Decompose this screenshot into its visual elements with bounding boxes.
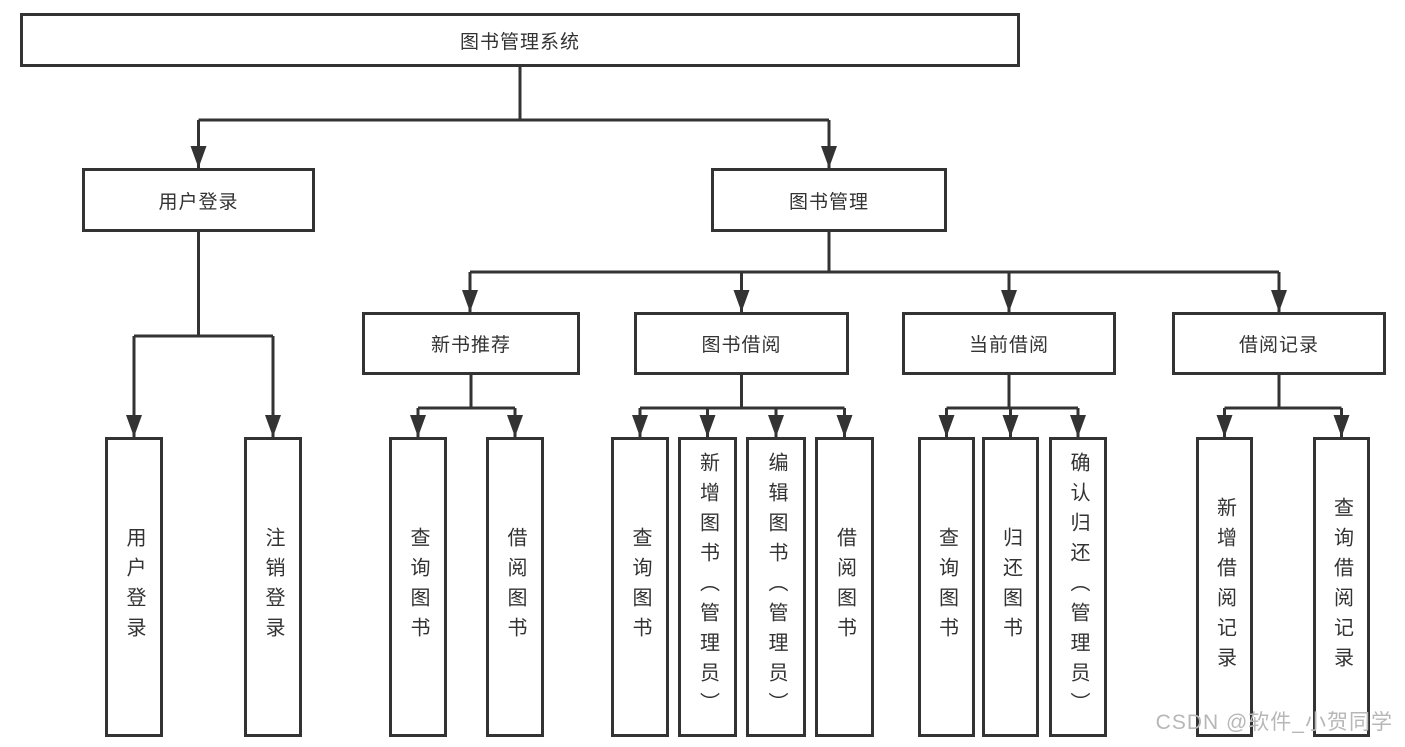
arrowhead bbox=[1216, 415, 1233, 437]
watermark: CSDN @软件_小贺同学 bbox=[1155, 711, 1393, 734]
arrowhead bbox=[1070, 415, 1086, 437]
arrowhead bbox=[836, 415, 853, 437]
node-library-system: 图书管理系统 bbox=[20, 13, 1020, 67]
arrowhead bbox=[507, 415, 523, 437]
leaf-records-add-record: 新增借阅记录 bbox=[1196, 437, 1253, 737]
leaf-records-query-record: 查询借阅记录 bbox=[1313, 437, 1370, 737]
arrowhead bbox=[265, 415, 281, 437]
leaf-borrow-borrow-books: 借阅图书 bbox=[815, 437, 874, 737]
leaf-recommend-borrow-books: 借阅图书 bbox=[486, 437, 544, 737]
leaf-borrow-query-books: 查询图书 bbox=[611, 437, 669, 737]
leaf-current-return-books: 归还图书 bbox=[982, 437, 1039, 737]
arrowhead bbox=[410, 415, 426, 437]
leaf-current-confirm-return-admin: 确认归还（管理员） bbox=[1049, 437, 1107, 737]
leaf-borrow-edit-books-admin: 编辑图书（管理员） bbox=[746, 437, 806, 737]
node-current-borrow: 当前借阅 bbox=[902, 312, 1116, 375]
arrowhead bbox=[1002, 415, 1019, 437]
leaf-logout: 注销登录 bbox=[244, 437, 302, 737]
arrowhead bbox=[190, 146, 207, 168]
arrowhead bbox=[938, 415, 955, 437]
arrowhead bbox=[1001, 290, 1017, 312]
node-borrow-records: 借阅记录 bbox=[1172, 312, 1386, 375]
node-new-book-recommend: 新书推荐 bbox=[362, 312, 580, 375]
tree-connector-lines bbox=[132, 67, 1343, 437]
node-user-login: 用户登录 bbox=[82, 168, 315, 232]
arrowhead bbox=[1333, 415, 1350, 437]
node-book-borrow: 图书借阅 bbox=[634, 312, 849, 375]
arrowhead bbox=[1271, 290, 1287, 312]
arrowheads bbox=[126, 146, 1350, 437]
leaf-borrow-add-books-admin: 新增图书（管理员） bbox=[678, 437, 737, 737]
arrowhead bbox=[768, 415, 784, 437]
arrowhead bbox=[126, 415, 142, 437]
leaf-user-login: 用户登录 bbox=[105, 437, 163, 737]
arrowhead bbox=[632, 415, 648, 437]
node-book-management: 图书管理 bbox=[711, 168, 947, 232]
leaf-recommend-query-books: 查询图书 bbox=[389, 437, 447, 737]
arrowhead bbox=[733, 290, 750, 312]
arrowhead bbox=[821, 146, 837, 168]
leaf-current-query-books: 查询图书 bbox=[918, 437, 975, 737]
arrowhead bbox=[699, 415, 716, 437]
arrowhead bbox=[462, 290, 478, 312]
